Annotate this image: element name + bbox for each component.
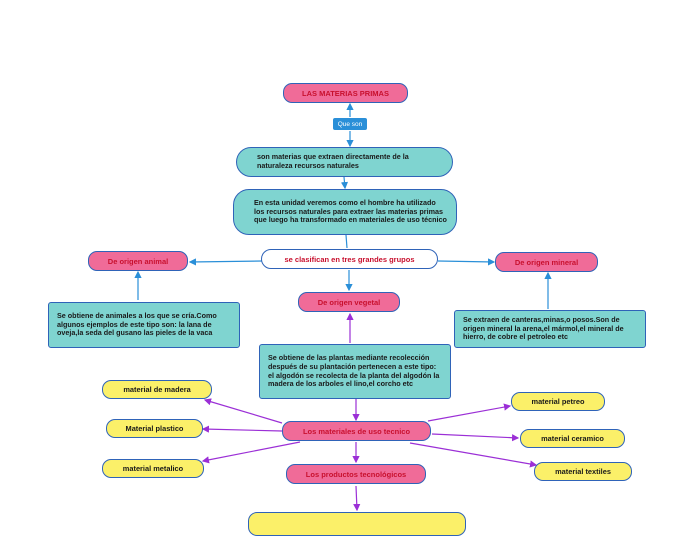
materials-node[interactable]: Los materiales de uso tecnico (282, 421, 431, 441)
classify-node[interactable]: se clasifican en tres grandes grupos (261, 249, 438, 269)
edge-materials-plastico (201, 425, 283, 433)
group-vegetal-title: De origen vegetal (317, 297, 381, 307)
intro-node[interactable]: En esta unidad veremos como el hombre ha… (233, 189, 457, 235)
edge-products-next (353, 485, 361, 512)
edge-materials-madera (203, 398, 283, 424)
definition-text: son materias que extraen directamente de… (257, 152, 409, 170)
materials-title: Los materiales de uso tecnico (302, 426, 411, 436)
material-left-3-label: material metalico (122, 464, 184, 473)
edge-materials-textiles (409, 442, 538, 468)
group-mineral-text-node[interactable]: Se extraen de canteras,minas,o posos.Son… (454, 310, 646, 348)
material-right-3-label: material textiles (555, 467, 611, 476)
classify-text: se clasifican en tres grandes grupos (284, 254, 415, 264)
edge-materials-metalico (201, 441, 301, 464)
group-mineral-text: Se extraen de canteras,minas,o posos.Son… (463, 315, 624, 342)
group-animal-text-node[interactable]: Se obtiene de animales a los que se cría… (48, 302, 240, 348)
group-mineral-node[interactable]: De origen mineral (495, 252, 598, 272)
material-left-1-label: material de madera (123, 385, 191, 394)
group-vegetal-node[interactable]: De origen vegetal (298, 292, 400, 312)
edge-definition-intro (340, 176, 349, 190)
edge-classify-animal (188, 258, 263, 266)
material-left-2-label: Material plastico (125, 424, 184, 433)
material-right-1[interactable]: material petreo (511, 392, 605, 411)
group-animal-title: De origen animal (107, 256, 169, 266)
material-right-3[interactable]: material textiles (534, 462, 632, 481)
group-animal-node[interactable]: De origen animal (88, 251, 188, 271)
next-node-partial[interactable] (248, 512, 466, 536)
group-vegetal-text-node[interactable]: Se obtiene de las plantas mediante recol… (259, 344, 451, 399)
edge-classify-mineral (437, 258, 496, 266)
definition-node[interactable]: son materias que extraen directamente de… (236, 147, 453, 177)
group-vegetal-text: Se obtiene de las plantas mediante recol… (268, 353, 440, 389)
material-left-3[interactable]: material metalico (102, 459, 204, 478)
material-left-1[interactable]: material de madera (102, 380, 212, 399)
material-right-1-label: material petreo (531, 397, 585, 406)
edge-materials-ceramico (431, 433, 520, 442)
material-right-2-label: material ceramico (541, 434, 604, 443)
intro-text: En esta unidad veremos como el hombre ha… (254, 198, 447, 225)
edge-intro-classify (345, 234, 348, 249)
products-title: Los productos tecnológicos (305, 469, 407, 479)
link-label: Que son (333, 118, 367, 130)
material-right-2[interactable]: material ceramico (520, 429, 625, 448)
root-node[interactable]: LAS MATERIAS PRIMAS (283, 83, 408, 103)
root-title: LAS MATERIAS PRIMAS (302, 88, 389, 98)
group-mineral-title: De origen mineral (514, 257, 579, 267)
products-node[interactable]: Los productos tecnológicos (286, 464, 426, 484)
group-animal-text: Se obtiene de animales a los que se cría… (57, 311, 217, 338)
connector-layer (134, 102, 552, 512)
edge-materials-petreo (427, 403, 512, 422)
material-left-2[interactable]: Material plastico (106, 419, 203, 438)
